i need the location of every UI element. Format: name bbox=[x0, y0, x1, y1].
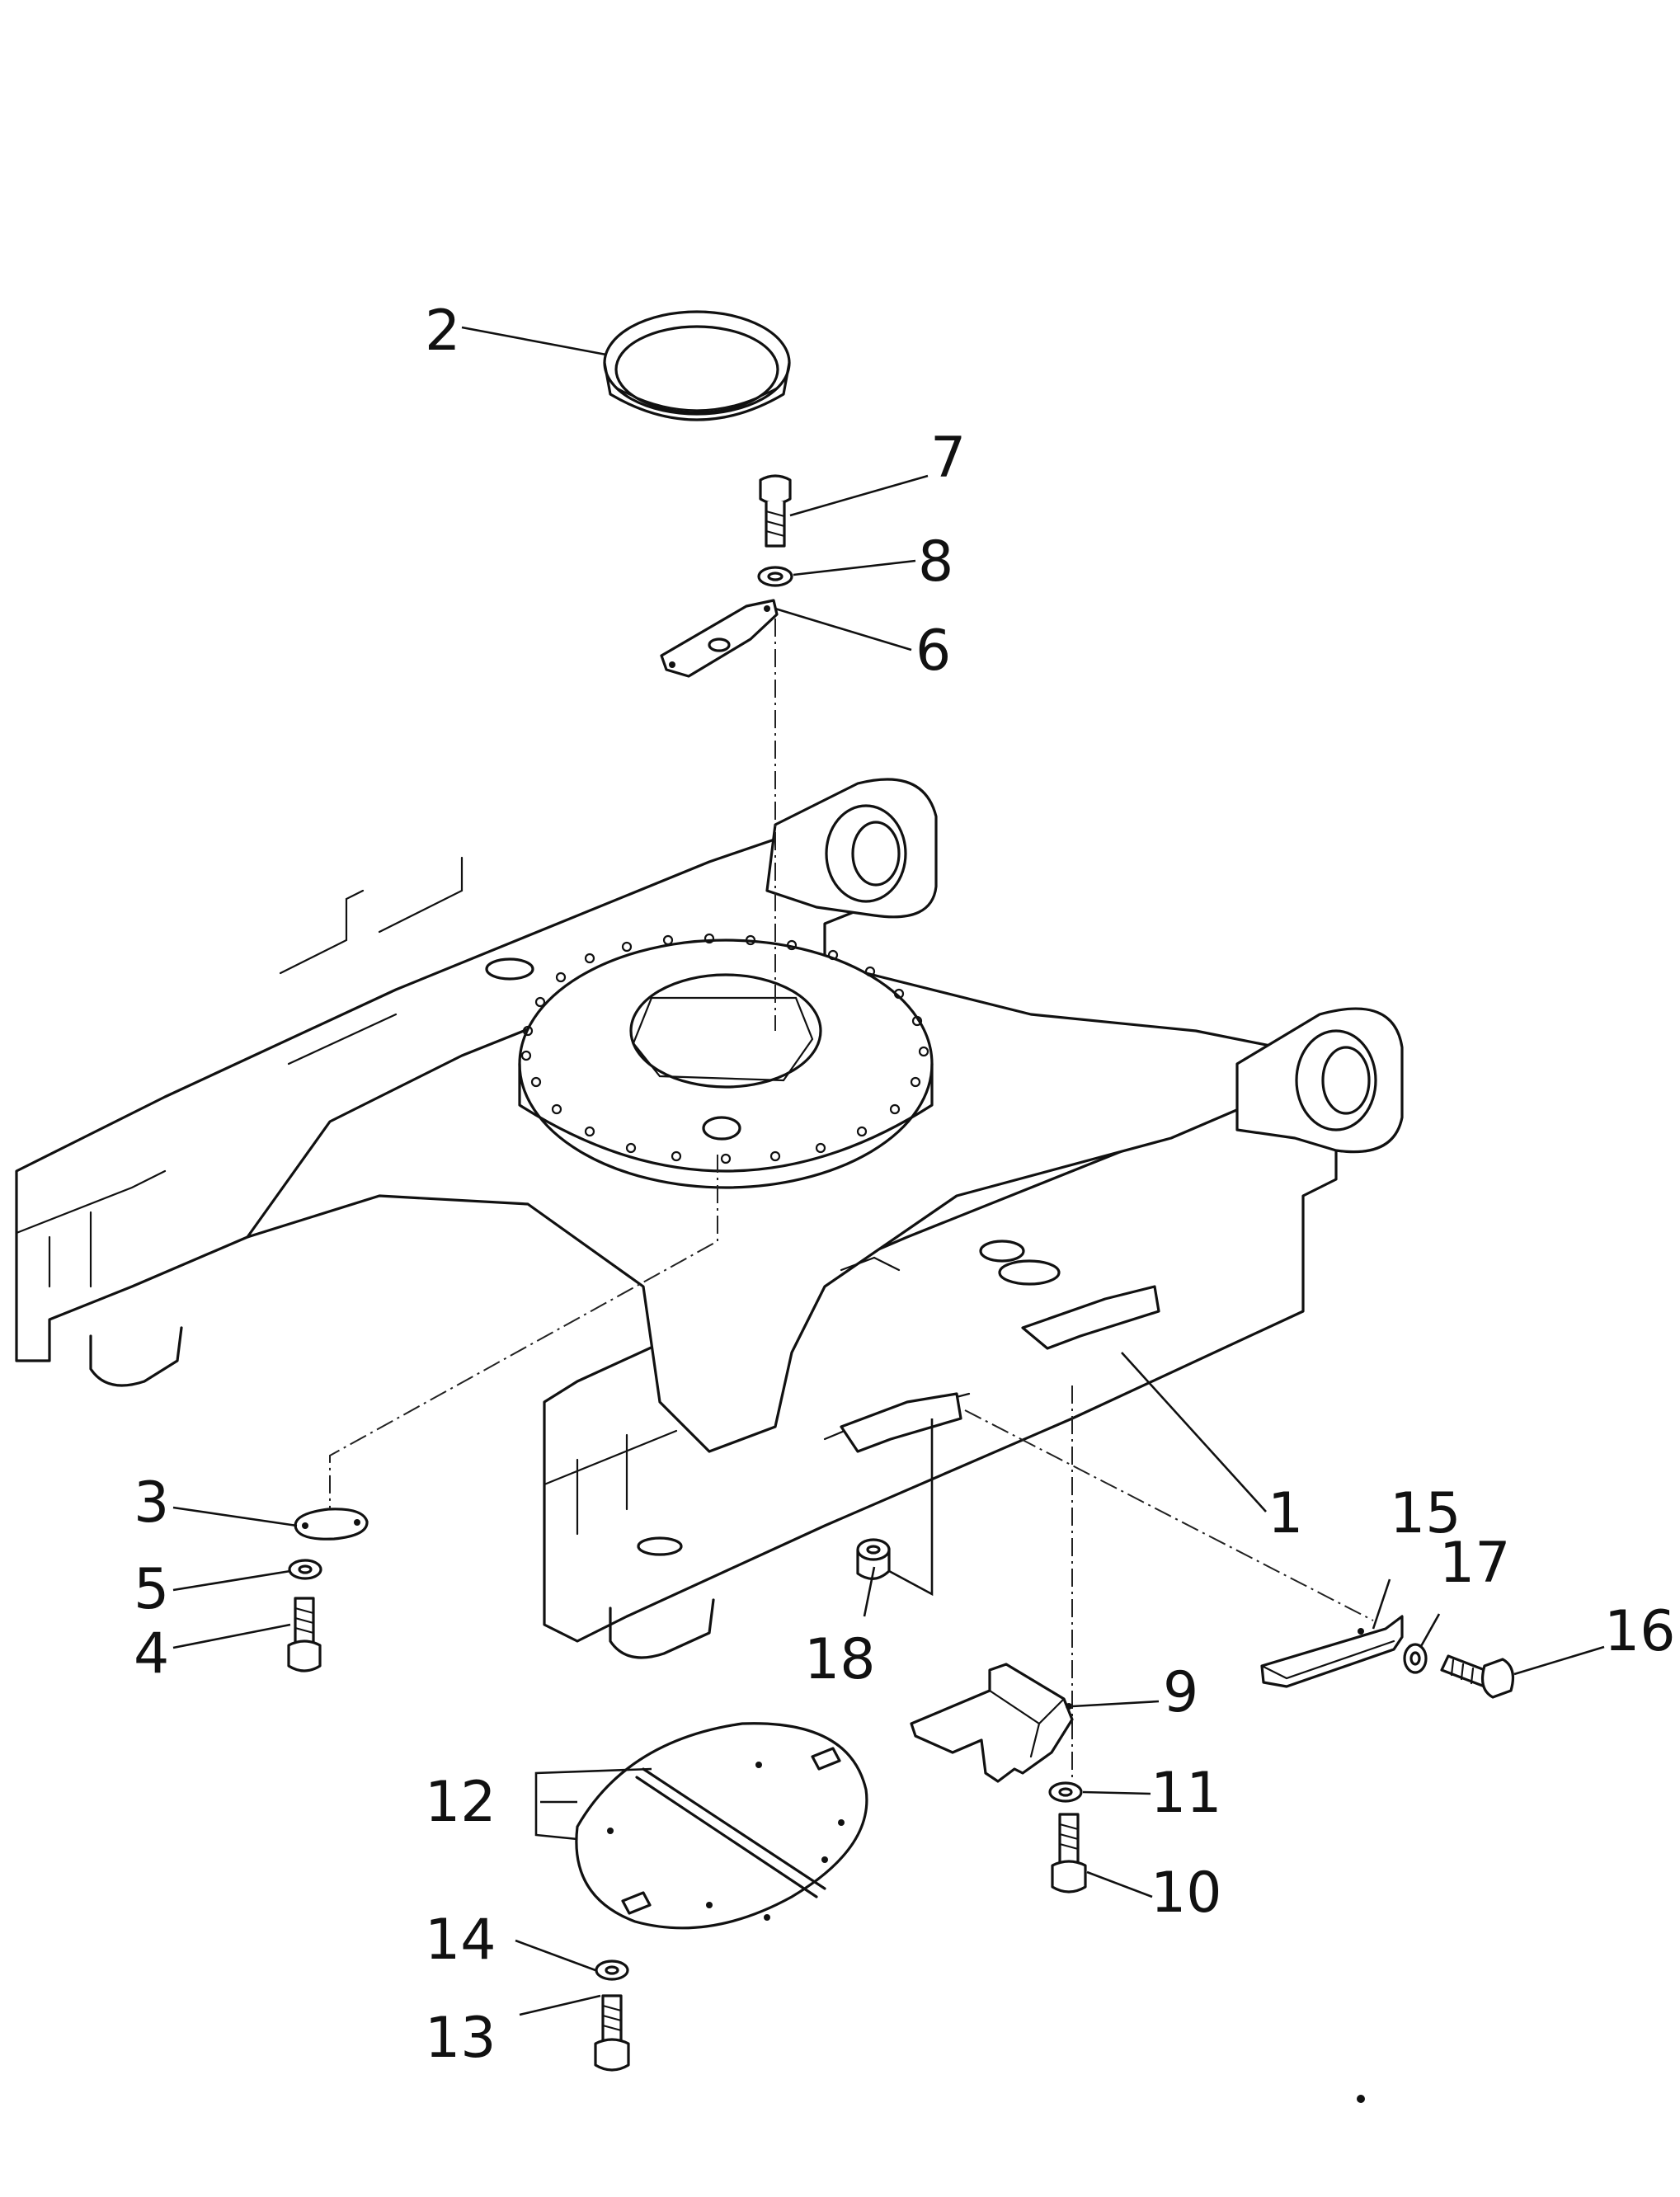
swing-circle-bolt-holes bbox=[520, 933, 929, 1164]
callout-1: 1 bbox=[1268, 1481, 1303, 1546]
part-15-guard bbox=[1260, 1615, 1404, 1688]
callout-10: 10 bbox=[1151, 1861, 1222, 1926]
callout-14: 14 bbox=[425, 1908, 496, 1973]
callout-6: 6 bbox=[915, 619, 951, 684]
part-16-bolt bbox=[1440, 1654, 1514, 1699]
part-2-ring bbox=[603, 310, 791, 421]
part-17-washer bbox=[1403, 1643, 1428, 1674]
callout-18: 18 bbox=[804, 1627, 876, 1692]
part-5-washer bbox=[288, 1559, 322, 1580]
part-14-washer bbox=[595, 1959, 629, 1981]
part-8-washer bbox=[757, 566, 793, 587]
part-10-bolt bbox=[1051, 1813, 1087, 1894]
callout-11: 11 bbox=[1151, 1761, 1222, 1826]
callout-17: 17 bbox=[1439, 1531, 1511, 1596]
part-4-bolt bbox=[287, 1597, 322, 1672]
part-12-cover bbox=[575, 1722, 868, 1930]
leader-lines bbox=[172, 326, 1605, 2016]
part-7-bolt bbox=[759, 474, 792, 548]
callout-8: 8 bbox=[918, 529, 953, 595]
callout-5: 5 bbox=[134, 1557, 169, 1622]
callout-9: 9 bbox=[1163, 1660, 1198, 1725]
callout-labels: 2 7 8 6 1 15 17 16 3 5 4 18 9 11 10 12 1… bbox=[134, 299, 1676, 2071]
part-11-washer bbox=[1048, 1781, 1083, 1803]
part-1-track-frame bbox=[15, 778, 1404, 1659]
part-13-bolt bbox=[594, 1994, 630, 2072]
part-9-bracket bbox=[910, 1663, 1074, 1783]
callout-3: 3 bbox=[134, 1470, 169, 1536]
assembly-lines bbox=[329, 619, 1374, 1781]
stray-dot bbox=[1357, 2095, 1365, 2103]
callout-13: 13 bbox=[425, 2006, 496, 2071]
callout-7: 7 bbox=[930, 426, 966, 491]
callout-15: 15 bbox=[1390, 1481, 1461, 1546]
callout-4: 4 bbox=[134, 1621, 169, 1687]
callout-2: 2 bbox=[425, 299, 460, 364]
callout-16: 16 bbox=[1604, 1599, 1676, 1664]
part-3-cover bbox=[294, 1508, 369, 1541]
part-6-plate bbox=[660, 599, 779, 678]
part-18-bushing bbox=[856, 1538, 891, 1580]
callout-12: 12 bbox=[425, 1770, 496, 1835]
